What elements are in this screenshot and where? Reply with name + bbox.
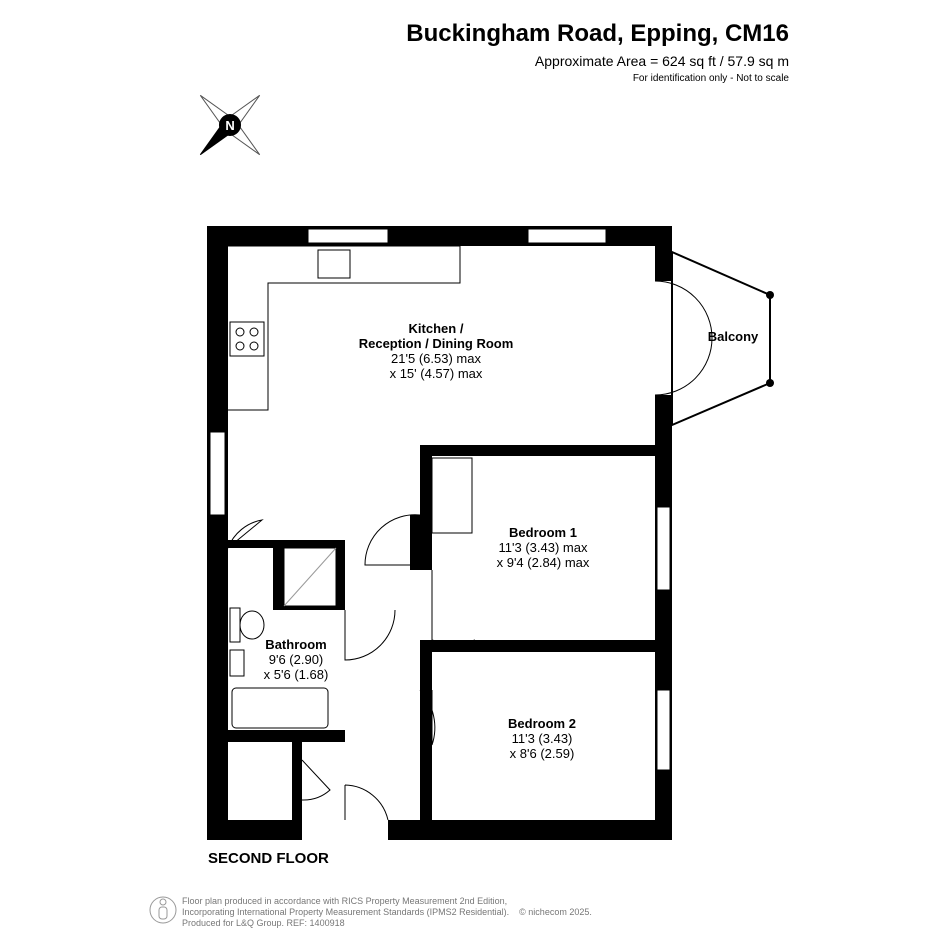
windows: [209, 228, 671, 771]
bath-icon: [231, 687, 329, 729]
svg-text:N: N: [225, 118, 234, 133]
footer-line-1: Floor plan produced in accordance with R…: [182, 896, 508, 906]
hob-icon: [229, 321, 265, 357]
property-title: Buckingham Road, Epping, CM16: [406, 20, 789, 47]
footer-row-2: Incorporating International Property Mea…: [182, 907, 592, 918]
approximate-area: Approximate Area = 624 sq ft / 57.9 sq m: [534, 53, 789, 69]
scale-note: For identification only - Not to scale: [632, 73, 789, 84]
copyright: © nichecom 2025.: [519, 907, 592, 917]
room-balcony: Balcony: [707, 329, 759, 344]
kitchen-counter: [228, 245, 461, 411]
compass-icon: N: [199, 94, 261, 156]
footer-line-2: Incorporating International Property Mea…: [182, 907, 510, 917]
wardrobe: [431, 457, 473, 534]
door-swings: [227, 280, 713, 821]
footer-line-3: Produced for L&Q Group. REF: 1400918: [182, 918, 345, 928]
room-kitchen-reception: Kitchen /Reception / Dining Room 21'5 (6…: [358, 321, 514, 381]
basin-icon: [229, 649, 245, 677]
toilet-icon: [239, 610, 265, 640]
floor-label: SECOND FLOOR: [208, 850, 329, 867]
footer: Floor plan produced in accordance with R…: [182, 896, 592, 929]
sink-icon: [317, 249, 351, 279]
